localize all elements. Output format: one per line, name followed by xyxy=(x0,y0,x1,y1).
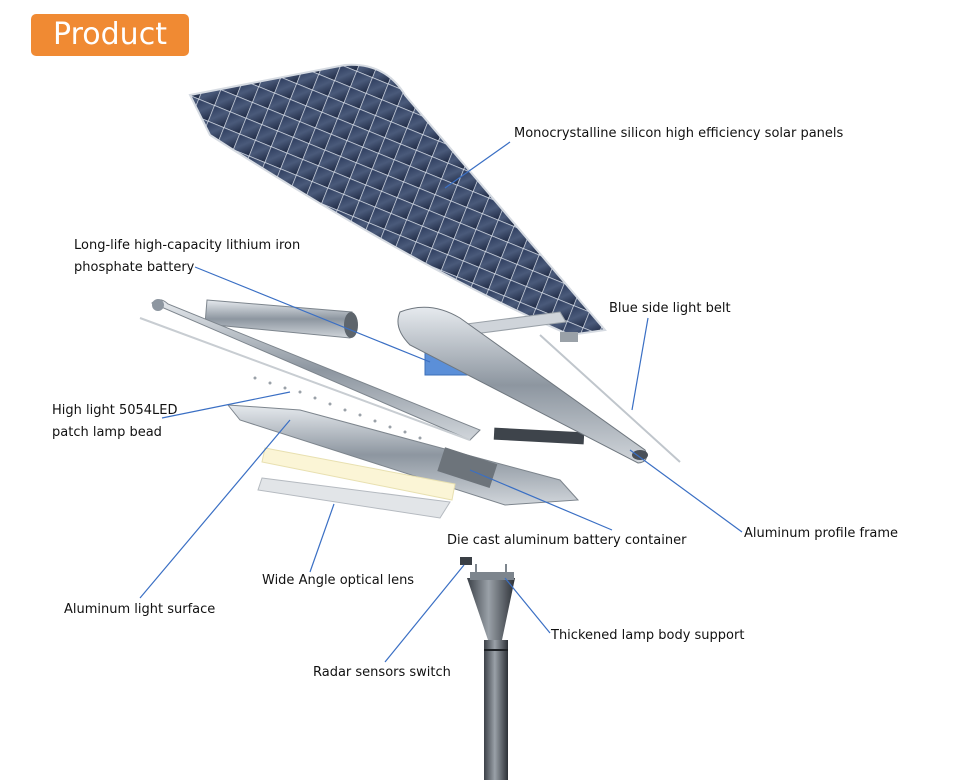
product-title: Product xyxy=(53,17,167,52)
label-battery-container: Die cast aluminum battery container xyxy=(447,533,687,548)
label-radar-switch: Radar sensors switch xyxy=(313,665,451,680)
label-battery-line1: Long-life high-capacity lithium iron xyxy=(74,238,301,253)
led-beads xyxy=(253,376,422,440)
profile-frame xyxy=(397,306,648,464)
product-badge: Product xyxy=(31,14,189,56)
lamp-pole xyxy=(467,564,515,780)
side-light-bar xyxy=(493,427,585,445)
label-light-surface: Aluminum light surface xyxy=(64,602,216,617)
label-led-line2: patch lamp bead xyxy=(52,425,162,440)
leader-lines xyxy=(139,141,743,663)
label-led-line1: High light 5054LED xyxy=(52,403,178,418)
label-optical-lens: Wide Angle optical lens xyxy=(262,573,415,588)
label-solar-panels: Monocrystalline silicon high efficiency … xyxy=(514,126,844,141)
solar-panel xyxy=(188,63,607,342)
led-rail xyxy=(139,299,481,441)
label-body-support: Thickened lamp body support xyxy=(551,628,745,643)
label-profile-frame: Aluminum profile frame xyxy=(744,526,899,541)
radar-sensor xyxy=(460,557,472,565)
label-side-light: Blue side light belt xyxy=(609,301,731,316)
label-battery-line2: phosphate battery xyxy=(74,260,195,275)
light-surface-housing xyxy=(226,404,580,506)
lens-glow xyxy=(261,447,456,501)
blue-side-light-belt xyxy=(539,334,681,463)
optical-lens xyxy=(257,477,451,519)
